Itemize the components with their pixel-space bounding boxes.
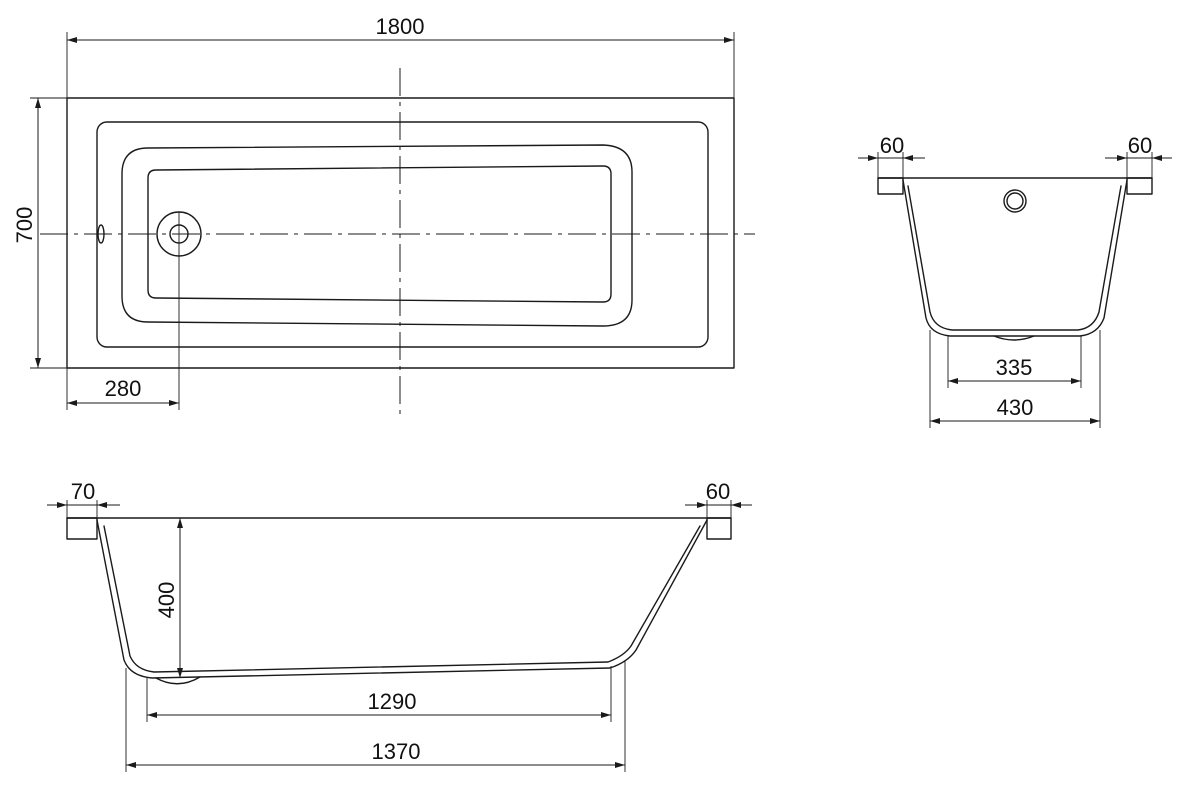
end-rim-right <box>1126 177 1153 195</box>
side-rim-left-arrow-1 <box>57 502 67 508</box>
end-rim-left-arrow-2 <box>903 155 913 161</box>
end-bottom-outer-label: 430 <box>997 395 1034 420</box>
side-shell-outer <box>96 519 708 679</box>
end-rim-right-arrow-2 <box>1152 155 1162 161</box>
drain-offset-label: 280 <box>105 376 142 401</box>
side-shell-inner <box>103 525 701 673</box>
end-rim-left-label: 60 <box>880 133 904 158</box>
side-rim-left <box>66 517 98 540</box>
side-rim-right-label: 60 <box>706 479 730 504</box>
side-rim-left-label: 70 <box>71 479 95 504</box>
side-rim-right <box>706 517 732 540</box>
side-drain-bump <box>155 676 201 685</box>
end-drain-bump <box>993 335 1035 341</box>
side-bottom-outer-label: 1370 <box>372 739 421 764</box>
end-shell-outer <box>902 179 1128 337</box>
side-rim-right-arrow-1 <box>697 502 707 508</box>
end-rim-left <box>877 177 904 195</box>
side-depth-label: 400 <box>154 582 179 619</box>
side-bottom-inner-label: 1290 <box>368 689 417 714</box>
end-rim-left-arrow-1 <box>868 155 878 161</box>
side-rim-right-arrow-2 <box>731 502 741 508</box>
end-shell-inner <box>907 185 1122 331</box>
end-rim-right-arrow-1 <box>1117 155 1127 161</box>
length-label: 1800 <box>376 14 425 39</box>
end-view: 60 60 335 430 <box>858 133 1172 428</box>
tub-basin-floor <box>147 165 612 303</box>
side-rim-left-arrow-2 <box>97 502 107 508</box>
width-label: 700 <box>12 207 37 244</box>
end-bottom-inner-label: 335 <box>996 355 1033 380</box>
side-view: 70 60 400 1290 1370 <box>47 479 752 772</box>
top-view: 1800 700 280 <box>12 14 755 414</box>
end-rim-right-label: 60 <box>1128 133 1152 158</box>
end-overflow-outer <box>1003 189 1027 213</box>
end-overflow-inner <box>1006 192 1024 210</box>
tub-basin-outline <box>121 144 633 327</box>
